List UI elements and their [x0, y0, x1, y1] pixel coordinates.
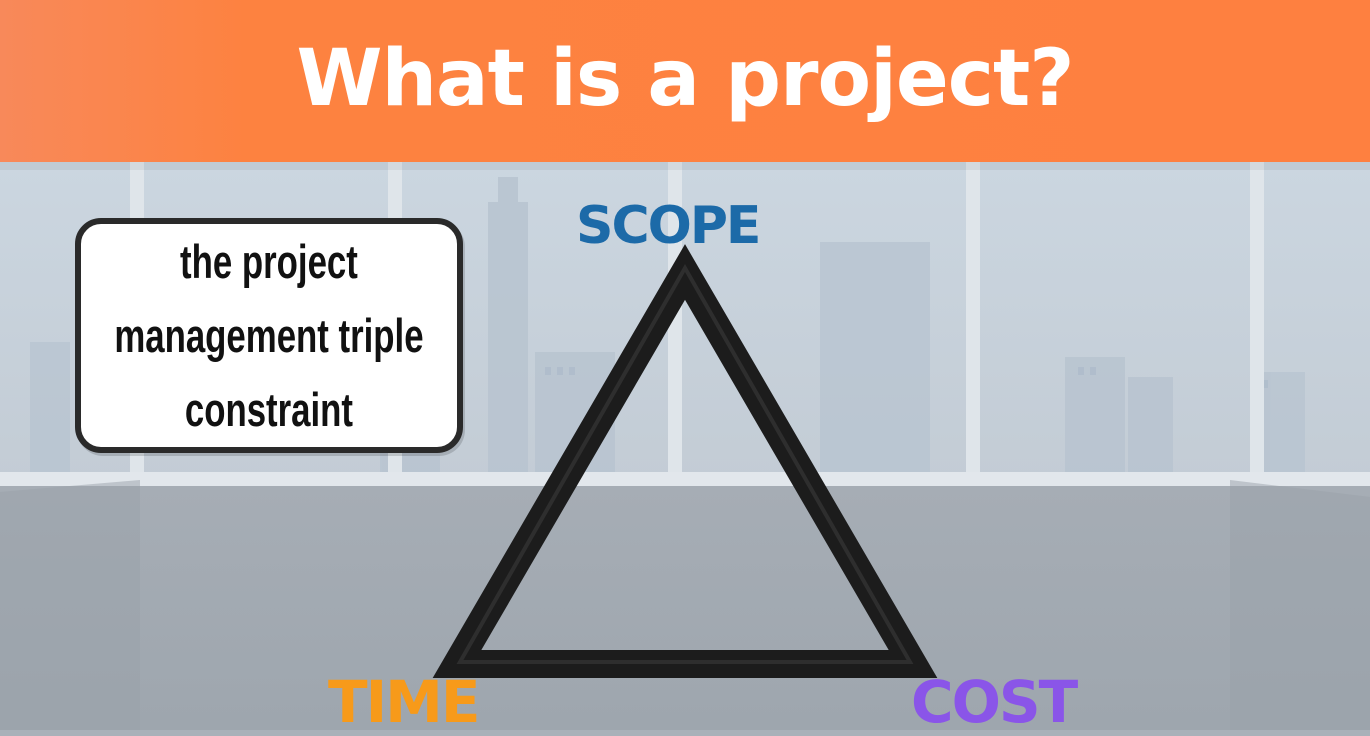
cost-label: COST [911, 668, 1078, 736]
office-background [0, 162, 1370, 730]
time-label: TIME [328, 668, 480, 736]
callout-box: the project management triple constraint [75, 218, 463, 453]
callout-text: the project management triple constraint [114, 225, 423, 447]
callout-line: the project [180, 234, 358, 288]
scope-label: SCOPE [576, 196, 761, 256]
callout-line: constraint [184, 382, 354, 436]
triangle-shape [432, 244, 938, 678]
page-title: What is a project? [296, 34, 1074, 124]
title-banner: What is a project? [0, 0, 1370, 162]
callout-line: management triple [114, 308, 424, 362]
